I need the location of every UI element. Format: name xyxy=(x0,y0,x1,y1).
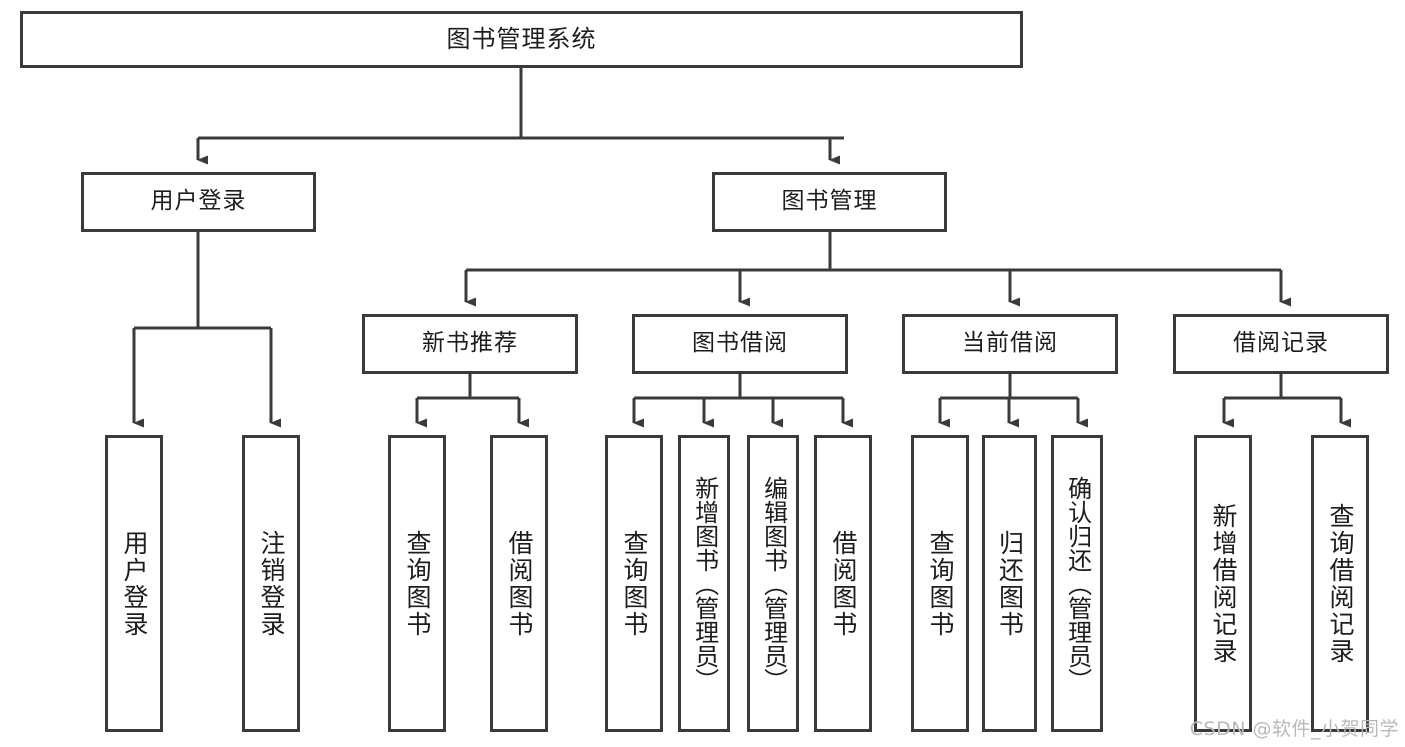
node-new-book-recommend[interactable]: 新书推荐 xyxy=(362,314,578,374)
leaf-borrow-book-new[interactable]: 借阅图书 xyxy=(490,435,548,732)
node-book-borrow[interactable]: 图书借阅 xyxy=(632,314,848,374)
node-root-book-management-system[interactable]: 图书管理系统 xyxy=(20,11,1023,68)
leaf-return-book[interactable]: 归还图书 xyxy=(982,435,1037,732)
node-current-borrow[interactable]: 当前借阅 xyxy=(902,314,1118,374)
leaf-confirm-return-admin[interactable]: 确认归还（管理员） xyxy=(1051,435,1103,732)
leaf-query-book-borrow[interactable]: 查询图书 xyxy=(605,435,663,732)
leaf-borrow-book[interactable]: 借阅图书 xyxy=(814,435,872,732)
leaf-query-book-current[interactable]: 查询图书 xyxy=(911,435,969,732)
node-user-login[interactable]: 用户登录 xyxy=(81,172,316,232)
leaf-edit-book-admin[interactable]: 编辑图书（管理员） xyxy=(747,435,799,732)
leaf-logout[interactable]: 注销登录 xyxy=(242,435,300,732)
node-book-management[interactable]: 图书管理 xyxy=(712,172,947,232)
leaf-add-borrow-record[interactable]: 新增借阅记录 xyxy=(1194,435,1252,732)
leaf-query-borrow-record[interactable]: 查询借阅记录 xyxy=(1311,435,1369,732)
csdn-watermark: CSDN @软件_小贺同学 xyxy=(1189,718,1399,740)
leaf-add-book-admin[interactable]: 新增图书（管理员） xyxy=(678,435,730,732)
node-borrow-record[interactable]: 借阅记录 xyxy=(1173,314,1389,374)
leaf-query-book-new[interactable]: 查询图书 xyxy=(388,435,446,732)
leaf-user-login[interactable]: 用户登录 xyxy=(105,435,163,732)
